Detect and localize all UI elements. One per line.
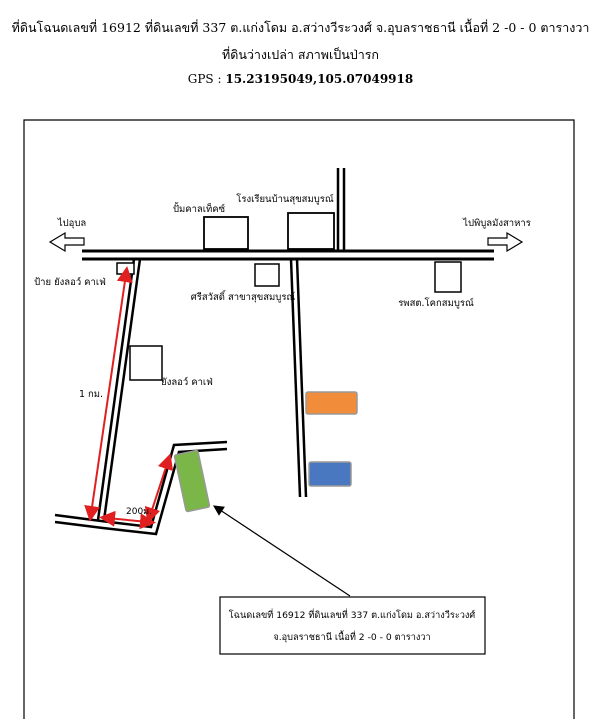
distance-plot-arrow	[144, 453, 174, 524]
label-to-ubon: ไปอุบล	[57, 217, 87, 229]
gps-label: GPS :	[187, 72, 222, 86]
subject-plot	[173, 449, 211, 513]
label-to-phibun: ไปพิบูลมังสาหาร	[462, 217, 531, 229]
main-road	[82, 249, 494, 261]
title-line-1: ที่ดินโฉนดเลขที่ 16912 ที่ดินเลขที่ 337 …	[11, 20, 590, 35]
health-center-building	[434, 261, 462, 293]
label-health-center: รพสต.โคกสมบูรณ์	[398, 297, 474, 309]
distance-1km-arrow	[84, 266, 133, 522]
callout-line-2: จ.อุบลราชธานี เนื้อที่ 2 -0 - 0 ตารางวา	[273, 629, 430, 643]
cafe-building	[129, 345, 163, 381]
callout-box	[219, 596, 486, 655]
arrow-left-icon	[48, 231, 85, 253]
north-road	[336, 168, 346, 251]
callout-line-1: โฉนดเลขที่ 16912 ที่ดินเลขที่ 337 ต.แก่ง…	[229, 608, 476, 621]
school-building	[287, 212, 335, 250]
southwest-road	[96, 258, 142, 521]
label-cafe-sign: ป้าย ยังลอว์ คาเฟ่	[34, 276, 106, 288]
title-line-2: ที่ดินว่างเปล่า สภาพเป็นป่ารก	[221, 47, 380, 62]
label-bank-branch: ศรีสวัสดิ์ สาขาสุขสมบูรณ์	[191, 289, 296, 303]
map-frame	[23, 119, 575, 719]
label-school: โรงเรียนบ้านสุขสมบูรณ์	[236, 193, 334, 205]
callout-pointer	[212, 505, 351, 597]
orange-plot	[305, 391, 358, 415]
blue-plot	[308, 461, 352, 487]
gas-station-building	[203, 216, 249, 250]
arrow-right-icon	[487, 231, 524, 253]
gps-value: 15.23195049,105.07049918	[225, 72, 414, 86]
cafe-sign-box	[116, 262, 135, 275]
distance-200m-arrow	[99, 510, 156, 530]
label-cafe: ยังลอว์ คาเฟ่	[161, 376, 213, 388]
gps-line: GPS : 15.23195049,105.07049918	[0, 72, 601, 86]
label-gas-station: ปั้มคาลเท็คซ์	[173, 202, 226, 215]
label-distance-200m: 200ม.	[126, 507, 152, 517]
label-distance-1km: 1 กม.	[79, 389, 103, 400]
south-road	[289, 258, 308, 498]
bank-building	[254, 263, 280, 287]
